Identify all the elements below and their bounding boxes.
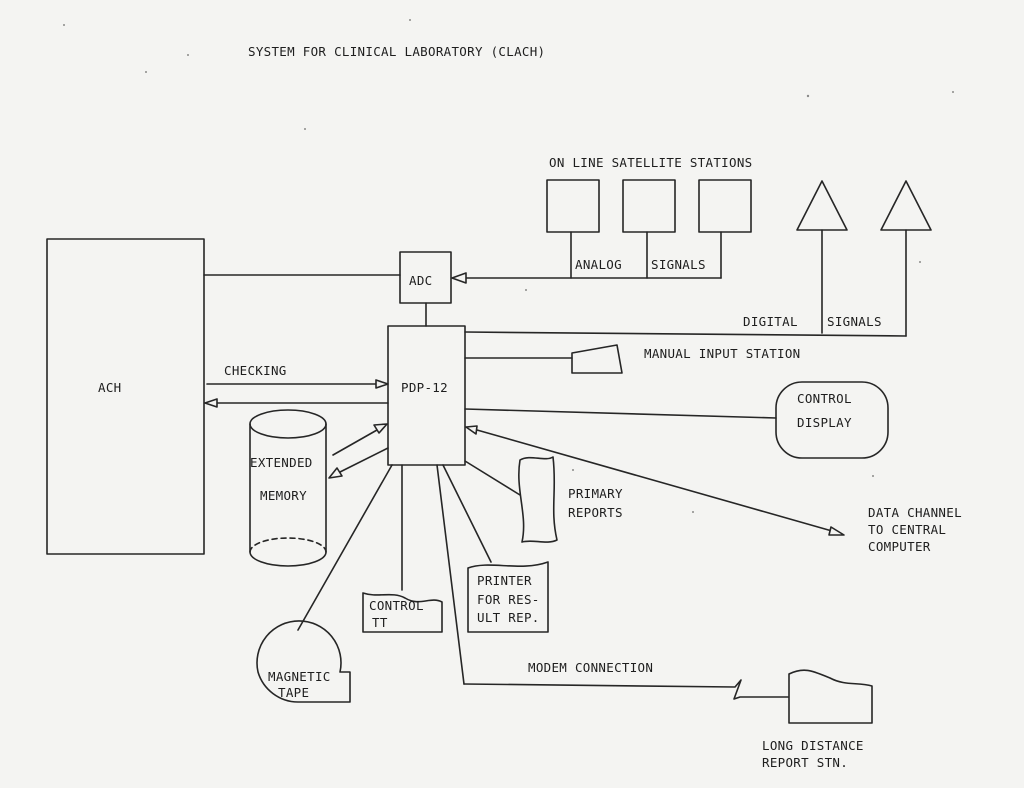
control-display-line bbox=[464, 408, 777, 419]
long-distance-label-1: LONG DISTANCE bbox=[762, 738, 864, 753]
digital-signals-label: SIGNALS bbox=[827, 314, 882, 329]
pdp-to-memory-arrow bbox=[328, 467, 343, 479]
data-channel-arrow-pdp bbox=[465, 425, 478, 435]
analog-label: ANALOG bbox=[575, 257, 622, 272]
printer-shape bbox=[467, 561, 549, 633]
diagram-title: SYSTEM FOR CLINICAL LABORATORY (CLACH) bbox=[248, 44, 545, 59]
primary-reports-label-1: PRIMARY bbox=[568, 486, 623, 501]
digital-bus bbox=[464, 331, 907, 337]
control-tt-shape bbox=[362, 592, 443, 633]
printer-label-3: ULT REP. bbox=[477, 610, 540, 625]
checking-arrow-to-pdp bbox=[375, 379, 389, 389]
analog-station-box-3 bbox=[698, 179, 752, 233]
magnetic-tape-line bbox=[297, 464, 393, 631]
primary-reports-line bbox=[464, 460, 521, 496]
modem-line-vertical bbox=[436, 464, 465, 685]
scan-specks bbox=[63, 19, 954, 513]
extended-memory-cylinder-top bbox=[249, 409, 327, 439]
memory-to-pdp-arrow bbox=[373, 423, 388, 434]
data-channel-line bbox=[476, 429, 833, 532]
analog-station-box-2 bbox=[622, 179, 676, 233]
printer-label-1: PRINTER bbox=[477, 573, 532, 588]
manual-input-station-shape bbox=[571, 344, 623, 374]
ach-label: ACH bbox=[98, 380, 121, 395]
modem-line-horizontal bbox=[463, 679, 789, 700]
ach-box bbox=[46, 238, 205, 555]
magnetic-tape-shape bbox=[256, 620, 351, 703]
control-tt-label-1: CONTROL bbox=[369, 598, 424, 613]
magnetic-tape-label-1: MAGNETIC bbox=[268, 669, 331, 684]
digital-label: DIGITAL bbox=[743, 314, 798, 329]
analog-arrow-head bbox=[451, 272, 467, 284]
extended-memory-cylinder bbox=[249, 423, 327, 567]
control-display-label-2: DISPLAY bbox=[797, 415, 852, 430]
memory-to-pdp-line bbox=[332, 429, 378, 456]
pdp12-label: PDP-12 bbox=[401, 380, 448, 395]
manual-input-label: MANUAL INPUT STATION bbox=[644, 346, 801, 361]
analog-station-box-1 bbox=[546, 179, 600, 233]
data-channel-label-1: DATA CHANNEL bbox=[868, 505, 962, 520]
extended-memory-label-1: EXTENDED bbox=[250, 455, 313, 470]
pdp-to-memory-line bbox=[339, 447, 389, 473]
data-channel-label-3: COMPUTER bbox=[868, 539, 931, 554]
printer-line bbox=[442, 464, 492, 563]
control-display-label-1: CONTROL bbox=[797, 391, 852, 406]
control-display-box bbox=[775, 381, 889, 459]
magnetic-tape-label-2: TAPE bbox=[278, 685, 309, 700]
pdp12-box bbox=[387, 325, 466, 466]
printer-label-2: FOR RES- bbox=[477, 592, 540, 607]
digital-station-triangle-2 bbox=[880, 180, 932, 231]
long-distance-station-shape bbox=[788, 669, 873, 724]
checking-arrow-to-ach bbox=[204, 398, 218, 408]
long-distance-label-2: REPORT STN. bbox=[762, 755, 848, 770]
checking-label: CHECKING bbox=[224, 363, 287, 378]
satellite-stations-label: ON LINE SATELLITE STATIONS bbox=[549, 155, 752, 170]
control-tt-label-2: TT bbox=[372, 615, 388, 630]
primary-reports-label-2: REPORTS bbox=[568, 505, 623, 520]
analog-signals-label: SIGNALS bbox=[651, 257, 706, 272]
data-channel-arrow-tip bbox=[828, 526, 845, 536]
digital-station-triangle-1 bbox=[796, 180, 848, 231]
primary-reports-shape bbox=[518, 456, 558, 543]
modem-label: MODEM CONNECTION bbox=[528, 660, 653, 675]
extended-memory-cylinder-bottom-dashed bbox=[249, 537, 327, 553]
extended-memory-label-2: MEMORY bbox=[260, 488, 307, 503]
data-channel-label-2: TO CENTRAL bbox=[868, 522, 946, 537]
adc-label: ADC bbox=[409, 273, 432, 288]
